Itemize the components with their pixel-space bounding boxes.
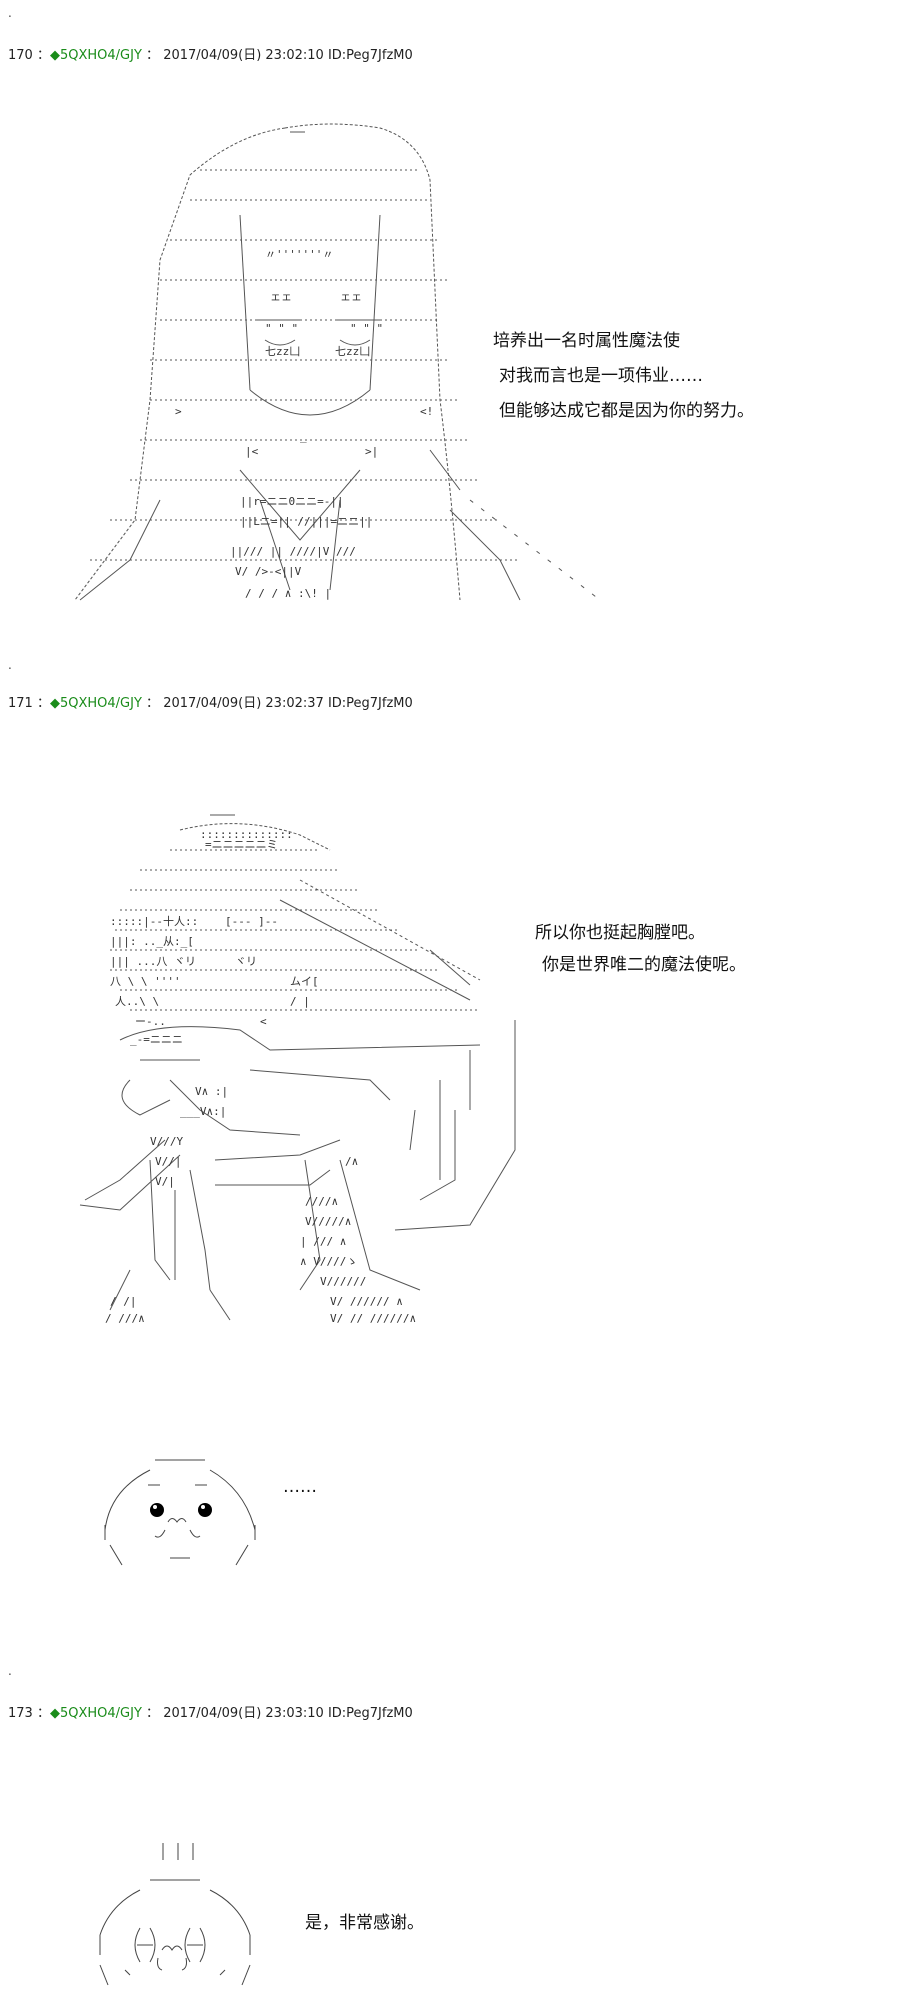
svg-text:||| ...八 ヾリ: ||| ...八 ヾリ (110, 955, 196, 968)
post-separator-dot: . (8, 1664, 12, 1678)
svg-text:ムイ[: ムイ[ (290, 975, 319, 988)
svg-text:___V∧:|: ___V∧:| (180, 1105, 226, 1118)
svg-text:ェェ: ェェ (270, 290, 292, 303)
post-number: 173 (8, 1706, 33, 1721)
svg-text:七zz凵: 七zz凵 (265, 345, 300, 358)
dialog-line: 培养出一名时属性魔法使 (493, 331, 680, 351)
post-separator: ： (36, 696, 50, 711)
svg-text:" " ": " " " (350, 322, 383, 335)
svg-text:∧ V////ゝ: ∧ V////ゝ (300, 1255, 357, 1268)
post-colon: ： (146, 48, 160, 63)
svg-text:<!: <! (420, 405, 433, 418)
svg-text:V/|: V/| (155, 1175, 175, 1188)
post-datetime: 2017/04/09(日) 23:02:37 (163, 696, 324, 711)
dialog-block: 培养出一名时属性魔法使 对我而言也是一项伟业…… 但能够达成它都是因为你的努力。 (493, 328, 754, 424)
svg-text:V/ />-<||V: V/ />-<||V (235, 565, 302, 578)
svg-text:V//|: V//| (155, 1155, 182, 1168)
svg-text:_: _ (300, 430, 307, 443)
svg-text:>: > (175, 405, 182, 418)
post-separator-dot: . (8, 658, 12, 672)
dialog-line: 你是世界唯二的魔法使呢。 (542, 955, 746, 975)
svg-text:////∧: ////∧ (305, 1195, 338, 1208)
svg-text:V///Y: V///Y (150, 1135, 183, 1148)
post-separator: ： (36, 48, 50, 63)
svg-text:/ |: / | (290, 995, 310, 1008)
dialog-block: 所以你也挺起胸膛吧。 你是世界唯二的魔法使呢。 (535, 920, 746, 978)
post-colon: ： (146, 1706, 160, 1721)
post-separator: ： (36, 1706, 50, 1721)
dialog-ellipsis: …… (283, 1474, 317, 1500)
post-datetime: 2017/04/09(日) 23:03:10 (163, 1706, 324, 1721)
svg-text:|<: |< (245, 445, 259, 458)
dialog-block: 是，非常感谢。 (305, 1910, 424, 1936)
svg-text:V//////: V////// (320, 1275, 366, 1288)
svg-text:V/ ////// ∧: V/ ////// ∧ (330, 1295, 403, 1308)
svg-text:V∧ :|: V∧ :| (195, 1085, 228, 1098)
post-number: 170 (8, 48, 33, 63)
post-id: ID:Peg7JfzM0 (327, 1706, 413, 1721)
svg-text:ー-..: ー-.. (135, 1015, 166, 1028)
svg-text:>|: >| (365, 445, 378, 458)
dialog-line: …… (283, 1477, 317, 1497)
dialog-line: 对我而言也是一项伟业…… (499, 366, 703, 386)
svg-text:八 \ \ '''': 八 \ \ '''' (110, 975, 181, 988)
svg-text:ェェ: ェェ (340, 290, 362, 303)
post-header: 171 ：◆5QXHO4/GJY ： 2017/04/09(日) 23:02:3… (8, 692, 413, 711)
svg-text:||Lニ=|| //|||=ニニ||: ||Lニ=|| //|||=ニニ|| (240, 515, 372, 528)
svg-text:|||: .._从:_[: |||: .._从:_[ (110, 935, 194, 948)
svg-text:人..\ \: 人..\ \ (115, 995, 159, 1008)
svg-text:<: < (260, 1015, 267, 1028)
svg-text:_-=ニニニ: _-=ニニニ (130, 1033, 183, 1046)
post-header: 173 ：◆5QXHO4/GJY ： 2017/04/09(日) 23:03:1… (8, 1702, 413, 1721)
dialog-line: 是，非常感谢。 (305, 1913, 424, 1933)
svg-text:||/// || ////|V ///: ||/// || ////|V /// (230, 545, 356, 558)
svg-text:/ /|: / /| (110, 1295, 137, 1308)
dialog-line: 所以你也挺起胸膛吧。 (535, 923, 705, 943)
post-id: ID:Peg7JfzM0 (327, 48, 413, 63)
svg-text:ヾリ: ヾリ (235, 955, 257, 968)
svg-text:||r=ニニ0ニニ=-||: ||r=ニニ0ニニ=-|| (240, 495, 344, 508)
post-colon: ： (146, 696, 160, 711)
svg-text::::::|--十人::: :::::|--十人:: (110, 914, 198, 928)
ascii-art-character-portrait: 〃'''''''〃 " " " " " " ェェ ェェ 七zz凵 七zz凵 > … (74, 123, 601, 601)
svg-text:| /// ∧: | /// ∧ (300, 1235, 346, 1248)
svg-text:/ ///∧: / ///∧ (105, 1312, 145, 1325)
svg-text:〃'''''''〃: 〃'''''''〃 (265, 248, 333, 261)
svg-text:/∧: /∧ (345, 1155, 358, 1168)
svg-text:V/ // //////∧: V/ // //////∧ (330, 1312, 416, 1325)
svg-text:" " ": " " " (265, 322, 298, 335)
tripcode[interactable]: ◆5QXHO4/GJY (49, 1706, 142, 1721)
tripcode[interactable]: ◆5QXHO4/GJY (49, 696, 142, 711)
post-separator-dot: . (8, 6, 12, 20)
post-id: ID:Peg7JfzM0 (327, 696, 413, 711)
post-datetime: 2017/04/09(日) 23:02:10 (163, 48, 324, 63)
svg-text:[--- ]--: [--- ]-- (225, 915, 278, 928)
svg-text:=ニニニニニミ: =ニニニニニミ (205, 838, 278, 851)
svg-text:七zz凵: 七zz凵 (335, 345, 370, 358)
svg-text:/ / / ∧ :\! |: / / / ∧ :\! | (245, 587, 331, 600)
post-number: 171 (8, 696, 33, 711)
svg-text:V/////∧: V/////∧ (305, 1215, 351, 1228)
post-header: 170 ：◆5QXHO4/GJY ： 2017/04/09(日) 23:02:1… (8, 44, 413, 63)
tripcode[interactable]: ◆5QXHO4/GJY (49, 48, 142, 63)
svg-text:::::::::::::::: :::::::::::::: (200, 828, 293, 841)
dialog-line: 但能够达成它都是因为你的努力。 (499, 401, 754, 421)
